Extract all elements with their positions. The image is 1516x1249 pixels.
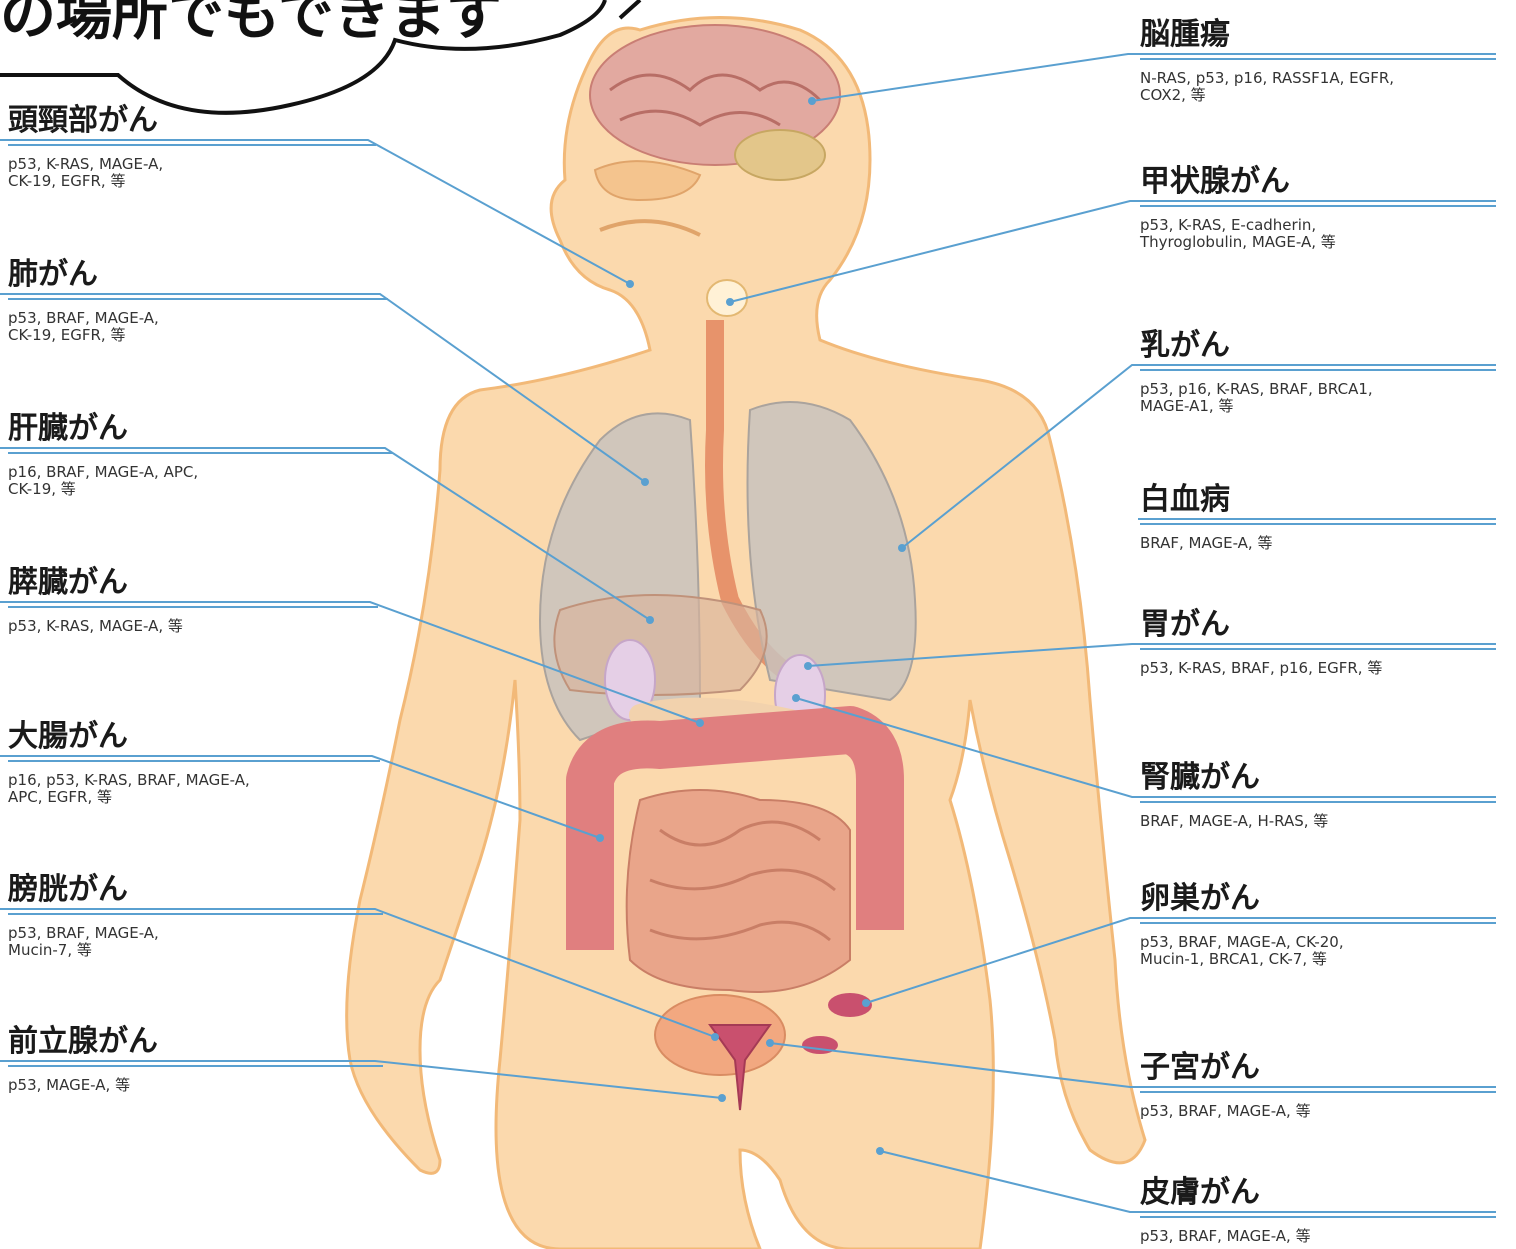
label-liver: 肝臓がん p16, BRAF, MAGE-A, APC, CK-19, 等 <box>8 412 393 498</box>
label-rule <box>8 606 378 608</box>
label-name: 白血病 <box>1140 483 1496 517</box>
label-markers: p53, K-RAS, E-cadherin, Thyroglobulin, M… <box>1140 217 1496 251</box>
label-stomach: 胃がん p53, K-RAS, BRAF, p16, EGFR, 等 <box>1140 608 1496 677</box>
label-rule <box>1140 205 1496 207</box>
label-brain: 脳腫瘍 N-RAS, p53, p16, RASSF1A, EGFR, COX2… <box>1140 18 1496 104</box>
label-name: 子宮がん <box>1140 1051 1496 1085</box>
label-markers: BRAF, MAGE-A, H-RAS, 等 <box>1140 813 1496 830</box>
label-markers: p53, BRAF, MAGE-A, Mucin-7, 等 <box>8 925 383 959</box>
label-ovary: 卵巣がん p53, BRAF, MAGE-A, CK-20, Mucin-1, … <box>1140 882 1496 968</box>
label-markers: p53, BRAF, MAGE-A, 等 <box>1140 1228 1496 1245</box>
label-name: 肺がん <box>8 258 388 292</box>
label-rule <box>8 298 388 300</box>
label-rule <box>8 913 383 915</box>
label-rule <box>1140 1091 1496 1093</box>
bubble-text: の場所でもできます <box>0 0 502 51</box>
label-name: 胃がん <box>1140 608 1496 642</box>
label-markers: p53, BRAF, MAGE-A, CK-19, EGFR, 等 <box>8 310 388 344</box>
label-rule <box>1140 58 1496 60</box>
label-rule <box>1140 648 1496 650</box>
label-name: 腎臓がん <box>1140 761 1496 795</box>
label-lung: 肺がん p53, BRAF, MAGE-A, CK-19, EGFR, 等 <box>8 258 388 344</box>
label-rule <box>8 760 380 762</box>
label-markers: p16, p53, K-RAS, BRAF, MAGE-A, APC, EGFR… <box>8 772 380 806</box>
label-rule <box>8 144 376 146</box>
label-rule <box>1140 1216 1496 1218</box>
label-rule <box>1140 523 1496 525</box>
thyroid <box>707 280 747 316</box>
label-kidney: 腎臓がん BRAF, MAGE-A, H-RAS, 等 <box>1140 761 1496 830</box>
label-colon: 大腸がん p16, p53, K-RAS, BRAF, MAGE-A, APC,… <box>8 720 380 806</box>
label-markers: N-RAS, p53, p16, RASSF1A, EGFR, COX2, 等 <box>1140 70 1496 104</box>
label-thyroid: 甲状腺がん p53, K-RAS, E-cadherin, Thyroglobu… <box>1140 165 1496 251</box>
liver <box>554 595 766 695</box>
label-breast: 乳がん p53, p16, K-RAS, BRAF, BRCA1, MAGE-A… <box>1140 329 1496 415</box>
label-uterus: 子宮がん p53, BRAF, MAGE-A, 等 <box>1140 1051 1496 1120</box>
label-bladder: 膀胱がん p53, BRAF, MAGE-A, Mucin-7, 等 <box>8 873 383 959</box>
speech-bubble-tail <box>620 0 640 18</box>
label-name: 膵臓がん <box>8 566 378 600</box>
label-name: 皮膚がん <box>1140 1176 1496 1210</box>
label-markers: BRAF, MAGE-A, 等 <box>1140 535 1496 552</box>
label-rule <box>8 1065 383 1067</box>
label-rule <box>1140 922 1496 924</box>
label-markers: p53, BRAF, MAGE-A, 等 <box>1140 1103 1496 1120</box>
label-pancreas: 膵臓がん p53, K-RAS, MAGE-A, 等 <box>8 566 378 635</box>
label-name: 膀胱がん <box>8 873 383 907</box>
label-skin: 皮膚がん p53, BRAF, MAGE-A, 等 <box>1140 1176 1496 1245</box>
label-markers: p53, p16, K-RAS, BRAF, BRCA1, MAGE-A1, 等 <box>1140 381 1496 415</box>
label-name: 肝臓がん <box>8 412 393 446</box>
label-name: 乳がん <box>1140 329 1496 363</box>
label-name: 大腸がん <box>8 720 380 754</box>
label-markers: p53, MAGE-A, 等 <box>8 1077 383 1094</box>
label-markers: p53, K-RAS, MAGE-A, 等 <box>8 618 378 635</box>
label-prostate: 前立腺がん p53, MAGE-A, 等 <box>8 1025 383 1094</box>
label-rule <box>1140 369 1496 371</box>
label-leukemia: 白血病 BRAF, MAGE-A, 等 <box>1140 483 1496 552</box>
label-markers: p16, BRAF, MAGE-A, APC, CK-19, 等 <box>8 464 393 498</box>
label-markers: p53, K-RAS, MAGE-A, CK-19, EGFR, 等 <box>8 156 376 190</box>
label-rule <box>8 452 393 454</box>
label-markers: p53, K-RAS, BRAF, p16, EGFR, 等 <box>1140 660 1496 677</box>
label-name: 卵巣がん <box>1140 882 1496 916</box>
label-name: 脳腫瘍 <box>1140 18 1496 52</box>
cerebellum <box>735 130 825 180</box>
label-markers: p53, BRAF, MAGE-A, CK-20, Mucin-1, BRCA1… <box>1140 934 1496 968</box>
label-rule <box>1140 801 1496 803</box>
small-intestine <box>627 790 850 992</box>
label-name: 前立腺がん <box>8 1025 383 1059</box>
label-name: 甲状腺がん <box>1140 165 1496 199</box>
label-head-neck: 頭頸部がん p53, K-RAS, MAGE-A, CK-19, EGFR, 等 <box>8 104 376 190</box>
label-name: 頭頸部がん <box>8 104 376 138</box>
